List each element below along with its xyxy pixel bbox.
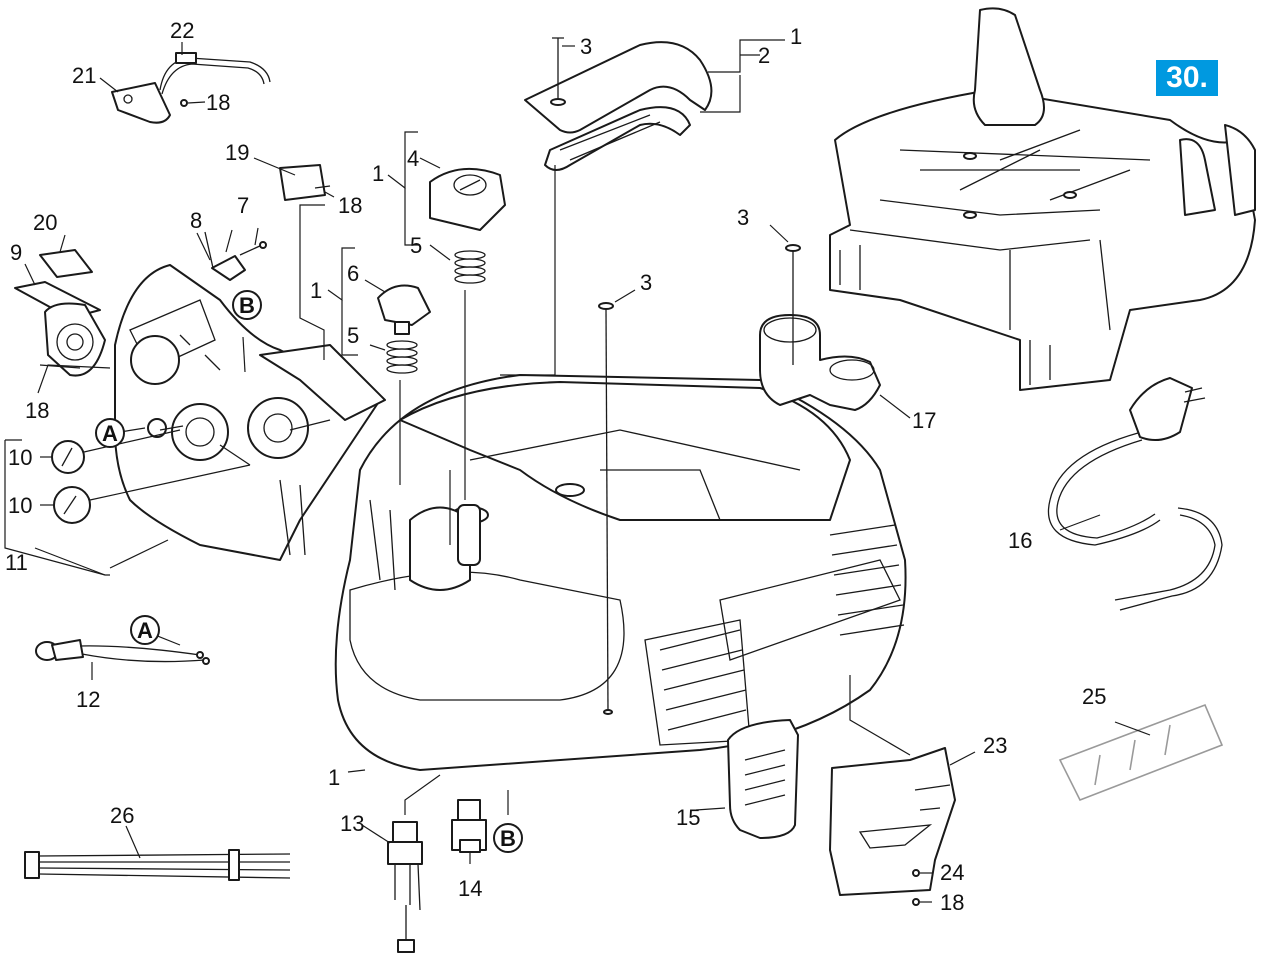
callout-18: 18 [338, 193, 362, 218]
callout-labels: 1 2 3 22 21 18 19 18 1 4 5 7 8 20 9 1 6 … [5, 18, 1106, 915]
callout-25: 25 [1082, 684, 1106, 709]
callout-20: 20 [33, 210, 57, 235]
callout-7: 7 [237, 193, 249, 218]
callout-2: 2 [758, 43, 770, 68]
callout-6: 6 [347, 261, 359, 286]
callout-18: 18 [206, 90, 230, 115]
callout-22: 22 [170, 18, 194, 43]
cap-part-6 [377, 284, 431, 335]
main-housing [334, 374, 907, 771]
long-screw [598, 302, 614, 715]
callout-5: 5 [410, 233, 422, 258]
callout-10: 10 [8, 493, 32, 518]
marker-a-lamp: A [130, 615, 160, 645]
carry-handle [524, 37, 713, 171]
callout-9: 9 [10, 240, 22, 265]
callout-18: 18 [940, 890, 964, 915]
svg-text:A: A [102, 421, 118, 446]
callout-13: 13 [340, 811, 364, 836]
screw-7 [239, 241, 267, 256]
cable-clip-21-22 [111, 52, 271, 124]
callout-4: 4 [407, 146, 419, 171]
label-plate [39, 249, 93, 278]
callout-11: 11 [5, 550, 28, 575]
ghost-filter-pack [1058, 703, 1224, 802]
callout-21: 21 [72, 63, 96, 88]
spring-upper [454, 250, 486, 284]
callout-14: 14 [458, 876, 482, 901]
marker-b-panel: B [232, 290, 262, 320]
leader-lines [4, 39, 1151, 903]
service-flap-15 [727, 719, 799, 839]
callout-18: 18 [25, 398, 49, 423]
callout-16: 16 [1008, 528, 1032, 553]
callout-3: 3 [580, 34, 592, 59]
page-number-badge: 30. [1156, 60, 1218, 96]
callout-26: 26 [110, 803, 134, 828]
callout-3: 3 [640, 270, 652, 295]
accessory-tray [829, 7, 1256, 391]
cable-holder-17 [759, 244, 881, 411]
callout-1: 1 [790, 24, 802, 49]
callout-1: 1 [310, 278, 322, 303]
callout-19: 19 [225, 140, 249, 165]
callout-1: 1 [328, 765, 340, 790]
cover-part-4 [429, 167, 506, 231]
svg-text:B: B [500, 826, 516, 851]
cable-harness [24, 849, 291, 881]
callout-5: 5 [347, 323, 359, 348]
socket-with-lid [14, 281, 106, 377]
control-panel [114, 264, 386, 561]
hose-guide-23 [829, 747, 956, 896]
callout-8: 8 [190, 208, 202, 233]
rotary-knob-lower [53, 486, 91, 524]
callout-23: 23 [983, 733, 1007, 758]
connection-markers: A A B B [95, 290, 523, 853]
callout-17: 17 [912, 408, 936, 433]
callout-1: 1 [372, 161, 384, 186]
switch-part-8 [204, 231, 246, 281]
svg-text:A: A [137, 618, 153, 643]
callout-10: 10 [8, 445, 32, 470]
connector-13 [387, 821, 423, 953]
screw-24 [912, 869, 920, 877]
washer-18 [912, 898, 920, 906]
rotary-knob-upper [51, 440, 85, 474]
marker-a-panel: A [95, 418, 125, 448]
connector-14 [451, 799, 487, 853]
bracket-plate-19 [279, 164, 331, 201]
power-cord [1047, 377, 1223, 611]
marker-b-connector: B [493, 823, 523, 853]
callout-24: 24 [940, 860, 964, 885]
indicator-lamp [35, 639, 210, 665]
callout-15: 15 [676, 805, 700, 830]
spring-lower [386, 340, 418, 374]
callout-3: 3 [737, 205, 749, 230]
callout-12: 12 [76, 687, 100, 712]
svg-text:B: B [239, 293, 255, 318]
